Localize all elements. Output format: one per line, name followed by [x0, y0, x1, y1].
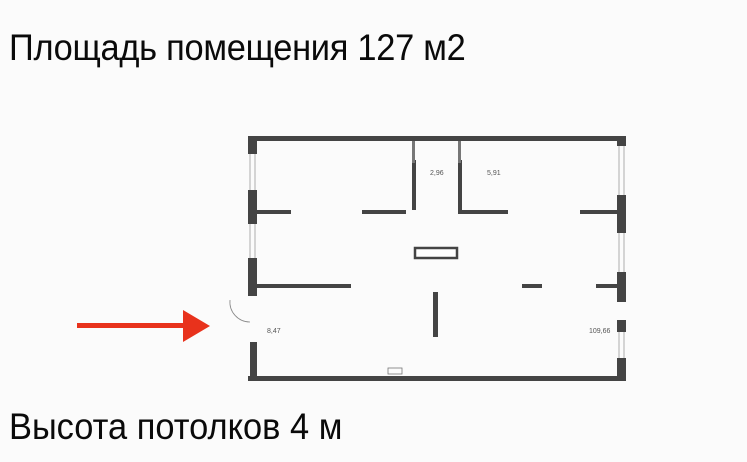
room-area-wc: 2,96 [430, 170, 444, 177]
room-area-utility: 5,91 [487, 170, 501, 177]
ceiling-height-label: Высота потолков 4 м [9, 406, 343, 447]
room-area-entrance: 8,47 [267, 328, 281, 335]
room-area-main-hall: 109,66 [589, 328, 611, 335]
entrance-arrow-icon [183, 310, 210, 342]
entrance-arrow-shaft [77, 323, 185, 328]
area-title: Площадь помещения 127 м2 [9, 27, 466, 68]
